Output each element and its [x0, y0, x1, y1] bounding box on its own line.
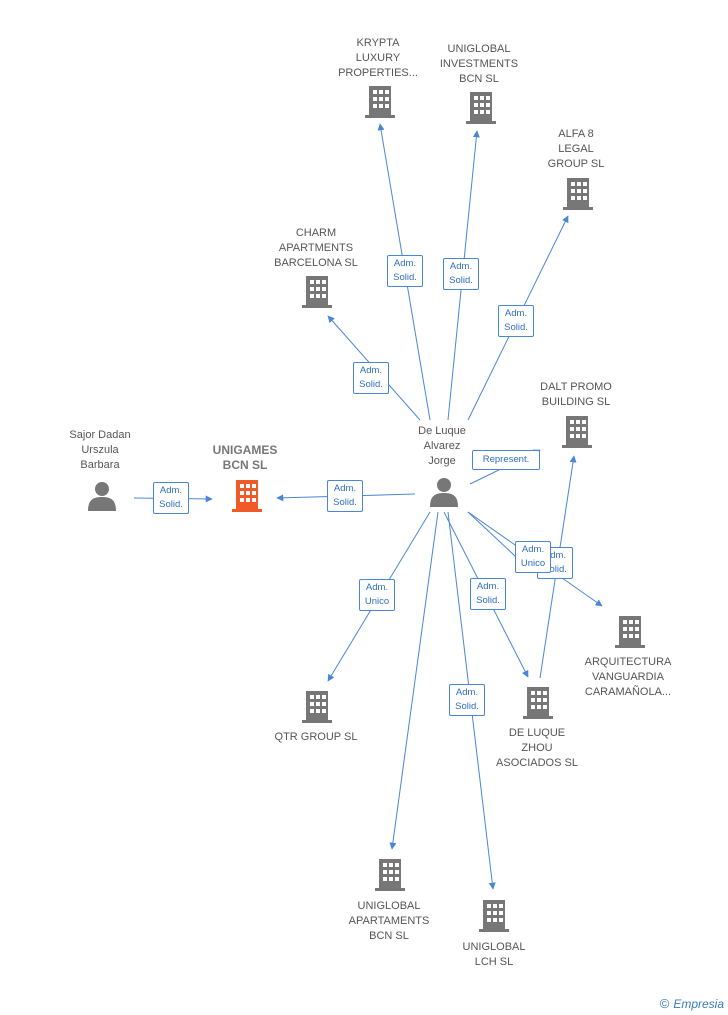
copyright-icon: ©	[659, 996, 670, 1011]
building-icon-uniglobal_apt[interactable]	[375, 859, 405, 891]
edge-label[interactable]: Adm. Unico	[515, 541, 551, 573]
footer-brand: ©Empresia	[660, 996, 724, 1011]
node-label-dalt[interactable]: DALT PROMO BUILDING SL	[540, 381, 612, 408]
building-icon-uniglobal_lch[interactable]	[479, 900, 509, 932]
node-label-arquitectura[interactable]: ARQUITECTURA VANGUARDIA CARAMAÑOLA...	[584, 656, 672, 698]
edge-label[interactable]: Adm. Solid.	[153, 482, 189, 514]
node-label-uniglobal_inv[interactable]: UNIGLOBAL INVESTMENTS BCN SL	[439, 43, 519, 85]
edge-label[interactable]: Adm. Solid.	[353, 362, 389, 394]
edge-label[interactable]: Adm. Solid.	[498, 305, 534, 337]
edge-label[interactable]: Adm. Solid.	[327, 480, 363, 512]
node-label-unigames[interactable]: UNIGAMES BCN SL	[212, 443, 278, 472]
edge-label[interactable]: Adm. Solid.	[449, 684, 485, 716]
edge-label[interactable]: Represent.	[472, 450, 540, 470]
building-icon-deluque_zhou[interactable]	[523, 687, 553, 719]
building-icon-dalt[interactable]	[562, 416, 592, 448]
edge-label[interactable]: Adm. Solid.	[443, 258, 479, 290]
node-label-krypta[interactable]: KRYPTA LUXURY PROPERTIES...	[338, 37, 418, 79]
building-icon-charm[interactable]	[302, 276, 332, 308]
brand-name: Empresia	[673, 997, 724, 1011]
edge-deluque_zhou-dalt	[389, 511, 439, 850]
node-label-uniglobal_apt[interactable]: UNIGLOBAL APARTAMENTS BCN SL	[348, 900, 430, 942]
node-label-deluque[interactable]: De Luque Alvarez Jorge	[418, 425, 466, 467]
node-label-uniglobal_lch[interactable]: UNIGLOBAL LCH SL	[462, 941, 526, 968]
building-icon-alfa8[interactable]	[563, 178, 593, 210]
building-icon-krypta[interactable]	[365, 86, 395, 118]
node-label-qtr[interactable]: QTR GROUP SL	[274, 731, 358, 743]
edge-label[interactable]: Adm. Unico	[359, 579, 395, 611]
edge-label[interactable]: Adm. Solid.	[470, 578, 506, 610]
building-icon-arquitectura[interactable]	[615, 616, 645, 648]
node-label-deluque_zhou[interactable]: DE LUQUE ZHOU ASOCIADOS SL	[496, 727, 578, 769]
building-icon-qtr[interactable]	[302, 691, 332, 723]
person-icon-deluque[interactable]	[430, 478, 458, 507]
node-label-charm[interactable]: CHARM APARTMENTS BARCELONA SL	[274, 227, 358, 269]
node-label-alfa8[interactable]: ALFA 8 LEGAL GROUP SL	[547, 128, 605, 170]
person-icon-sajor[interactable]	[88, 482, 116, 511]
node-label-sajor[interactable]: Sajor Dadan Urszula Barbara	[69, 429, 131, 471]
edge-label[interactable]: Adm. Solid.	[387, 255, 423, 287]
building-icon-uniglobal_inv[interactable]	[466, 92, 496, 124]
building-icon-unigames[interactable]	[232, 480, 262, 512]
